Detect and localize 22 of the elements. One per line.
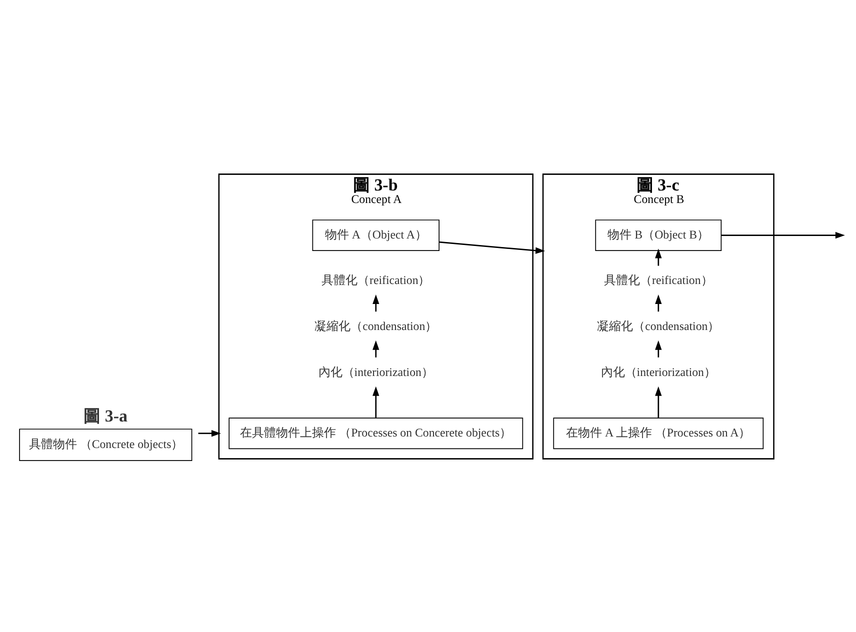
arrow — [372, 340, 380, 357]
arrow — [655, 294, 662, 312]
arrow — [198, 430, 221, 436]
node-label: 圖 3-a — [84, 406, 128, 425]
node-text: 凝縮化（condensation） — [597, 318, 720, 333]
node-box: 物件 A（Object A） — [312, 219, 440, 250]
node-box: 在具體物件上操作 （Processes on Concerete objects） — [228, 417, 524, 449]
arrow — [655, 248, 662, 266]
arrow — [655, 386, 662, 418]
arrow — [372, 294, 380, 312]
node-box: 物件 B（Object B） — [595, 219, 722, 250]
node-text: 內化（interiorization） — [600, 364, 716, 378]
arrow — [655, 340, 662, 357]
node-box: 具體物件 （Concrete objects） — [19, 428, 192, 460]
arrow — [372, 386, 380, 418]
node-text: 具體化（reification） — [322, 272, 430, 287]
node-box: 在物件 A 上操作 （Processes on A） — [553, 417, 764, 449]
node-text: 具體化（reification） — [604, 272, 713, 287]
node-text: 凝縮化（condensation） — [314, 318, 438, 333]
node-text: 內化（interiorization） — [318, 364, 434, 378]
arrow — [439, 240, 546, 254]
arrow — [721, 231, 845, 238]
